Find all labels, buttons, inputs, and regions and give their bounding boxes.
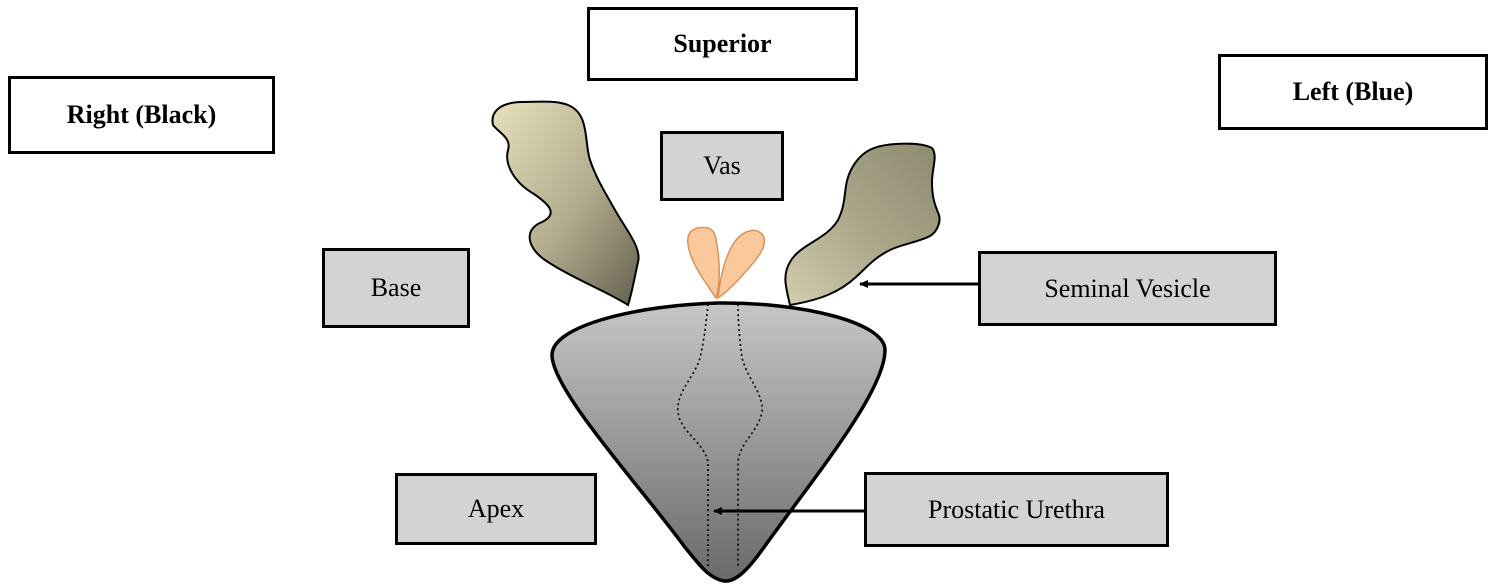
seminal-vesicle-label-box: Seminal Vesicle	[978, 251, 1277, 326]
prostatic-urethra-label: Prostatic Urethra	[928, 495, 1105, 525]
right-label-box: Right (Black)	[8, 76, 275, 154]
base-label-box: Base	[322, 248, 470, 328]
right-label: Right (Black)	[67, 100, 217, 130]
prostate-body-shape	[552, 303, 885, 581]
apex-label-box: Apex	[395, 473, 597, 545]
superior-label-box: Superior	[587, 7, 858, 81]
apex-label: Apex	[468, 494, 524, 524]
seminal-vesicle-right-shape	[492, 102, 638, 305]
seminal-vesicle-left-shape	[785, 144, 939, 305]
left-label-box: Left (Blue)	[1218, 54, 1488, 130]
seminal-vesicle-label: Seminal Vesicle	[1044, 274, 1210, 304]
vas-label-box: Vas	[660, 131, 784, 201]
vas-right-lobe-shape	[718, 230, 764, 298]
prostatic-urethra-label-box: Prostatic Urethra	[864, 472, 1169, 547]
left-label: Left (Blue)	[1293, 77, 1414, 107]
base-label: Base	[371, 273, 422, 303]
superior-label: Superior	[673, 29, 771, 59]
vas-left-lobe-shape	[688, 228, 720, 298]
vas-label: Vas	[703, 151, 741, 181]
